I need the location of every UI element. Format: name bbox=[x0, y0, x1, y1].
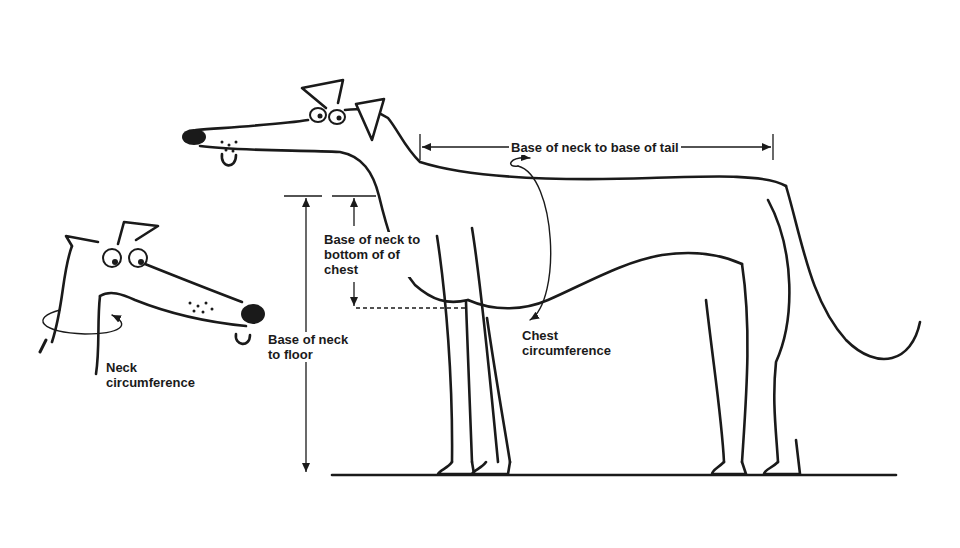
dimension-label: Base of neck to bottom of of chest bbox=[322, 232, 430, 277]
dimension-label: Chest circumference bbox=[520, 328, 624, 358]
dimension-label: Base of neck to floor bbox=[266, 332, 362, 362]
dimension-label: Neck circumference bbox=[104, 360, 208, 390]
dimension-label: Base of neck to base of tail bbox=[509, 140, 681, 155]
